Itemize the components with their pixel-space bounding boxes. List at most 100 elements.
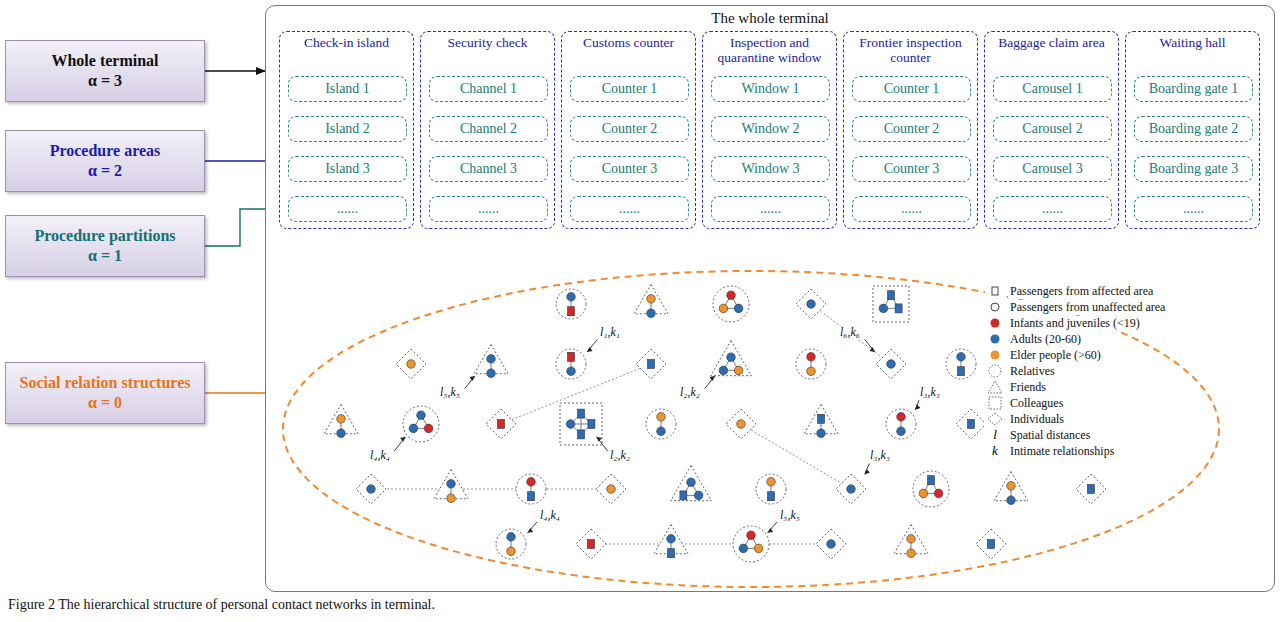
relation-label: l₂,k₂ xyxy=(609,449,631,462)
partition-label: ...... xyxy=(1042,201,1063,217)
partition-box: Boarding gate 1 xyxy=(1134,76,1253,102)
partition-box: ...... xyxy=(711,196,830,222)
partition-box: Island 3 xyxy=(288,156,407,182)
level-alpha: α = 0 xyxy=(88,393,122,413)
legend-sample xyxy=(985,412,1005,426)
partition-label: Carousel 3 xyxy=(1022,161,1082,177)
connector-arrow xyxy=(205,70,265,71)
legend-sample xyxy=(985,380,1005,394)
partition-box: Counter 3 xyxy=(570,156,689,182)
legend-row: Passengers from affected area xyxy=(985,283,1167,299)
legend-sample xyxy=(985,284,1005,298)
legend-row: Individuals xyxy=(985,411,1167,427)
partition-label: ...... xyxy=(337,201,358,217)
relation-label: l₅,k₅ xyxy=(779,509,801,522)
ellipse-outline xyxy=(283,271,1219,587)
partition-label: Window 1 xyxy=(741,81,799,97)
legend-shape xyxy=(988,381,1002,393)
legend-row: lSpatial distances xyxy=(985,427,1167,443)
level-name: Social relation structures xyxy=(20,373,191,393)
legend-sample xyxy=(985,300,1005,314)
partition-box: Channel 1 xyxy=(429,76,548,102)
partition-label: Carousel 1 xyxy=(1022,81,1082,97)
partition-label: Island 2 xyxy=(325,121,370,137)
relation-label: l₅,k₅ xyxy=(439,386,461,399)
relation-label: l₆,k₆ xyxy=(839,326,861,339)
figure-caption: Figure 2 The hierarchical structure of p… xyxy=(8,597,435,613)
partition-label: Counter 3 xyxy=(602,161,658,177)
area-title: Inspection and quarantine window xyxy=(706,36,833,66)
legend-text: Adults (20-60) xyxy=(1008,332,1083,347)
partition-box: Window 2 xyxy=(711,116,830,142)
legend-shape xyxy=(989,397,1001,409)
area-title: Security check xyxy=(424,36,551,51)
level-alpha: α = 3 xyxy=(88,71,122,91)
area-title: Check-in island xyxy=(283,36,410,51)
area-title: Frontier inspection counter xyxy=(847,36,974,66)
level-box: Procedure areasα = 2 xyxy=(5,130,205,192)
area-box: Baggage claim areaCarousel 1 Carousel 2 Ca… xyxy=(984,31,1119,229)
legend-text: Infants and juveniles (<19) xyxy=(1008,316,1142,331)
partition-label: Island 1 xyxy=(325,81,370,97)
partition-box: Boarding gate 3 xyxy=(1134,156,1253,182)
legend-symbol: l xyxy=(985,427,1005,443)
legend-text: Elder people (>60) xyxy=(1008,348,1103,363)
legend-sample xyxy=(985,396,1005,410)
partition-label: ...... xyxy=(901,201,922,217)
relation-label: l₄,k₄ xyxy=(369,449,391,462)
partition-box: Carousel 3 xyxy=(993,156,1112,182)
partition-box: Counter 2 xyxy=(852,116,971,142)
legend-row: Colleagues xyxy=(985,395,1167,411)
partition-label: ...... xyxy=(478,201,499,217)
legend-row: kIntimate relationships xyxy=(985,443,1167,459)
area-box: Check-in islandIsland 1 Island 2 Island 3.… xyxy=(279,31,414,229)
level-box: Whole terminalα = 3 xyxy=(5,40,205,102)
partition-label: Channel 2 xyxy=(460,121,517,137)
terminal-box: The whole terminalCheck-in islandIsland … xyxy=(265,5,1275,592)
partition-box: ...... xyxy=(852,196,971,222)
partition-label: ...... xyxy=(619,201,640,217)
partition-label: Channel 3 xyxy=(460,161,517,177)
partition-label: ...... xyxy=(760,201,781,217)
partition-label: Island 3 xyxy=(325,161,370,177)
partition-label: Counter 3 xyxy=(884,161,940,177)
partition-box: Island 1 xyxy=(288,76,407,102)
legend-sample xyxy=(985,364,1005,378)
legend-row: Adults (20-60) xyxy=(985,331,1167,347)
level-alpha: α = 1 xyxy=(88,246,122,266)
partition-label: Counter 2 xyxy=(884,121,940,137)
legend-text: Colleagues xyxy=(1008,396,1065,411)
legend-text: Friends xyxy=(1008,380,1048,395)
partition-box: Carousel 2 xyxy=(993,116,1112,142)
area-title: Baggage claim area xyxy=(988,36,1115,51)
partition-box: Island 2 xyxy=(288,116,407,142)
partition-box: Counter 1 xyxy=(852,76,971,102)
legend-shape xyxy=(989,365,1001,377)
legend-text: Spatial distances xyxy=(1008,428,1092,443)
legend-row: Relatives xyxy=(985,363,1167,379)
partition-box: Counter 2 xyxy=(570,116,689,142)
legend-symbol: k xyxy=(985,443,1005,459)
area-box: Waiting hallBoarding gate 1Boarding gate… xyxy=(1125,31,1260,229)
partition-box: ...... xyxy=(993,196,1112,222)
partition-box: ...... xyxy=(1134,196,1253,222)
level-box: Social relation structuresα = 0 xyxy=(5,362,205,424)
partition-label: Channel 1 xyxy=(460,81,517,97)
legend-sample xyxy=(985,348,1005,362)
legend-row: Friends xyxy=(985,379,1167,395)
relation-label: l₂,k₂ xyxy=(679,386,701,399)
partition-box: ...... xyxy=(288,196,407,222)
legend-shape xyxy=(991,303,999,311)
legend-text: Intimate relationships xyxy=(1008,444,1116,459)
color-swatch xyxy=(991,335,1000,344)
level-name: Procedure areas xyxy=(50,141,161,161)
partition-box: Channel 2 xyxy=(429,116,548,142)
terminal-title: The whole terminal xyxy=(266,10,1274,27)
partition-box: Boarding gate 2 xyxy=(1134,116,1253,142)
partition-box: Counter 1 xyxy=(570,76,689,102)
relation-label: l₃,k₃ xyxy=(869,449,891,462)
partition-label: ...... xyxy=(1183,201,1204,217)
color-swatch xyxy=(991,351,1000,360)
contact-groups xyxy=(324,285,1106,563)
